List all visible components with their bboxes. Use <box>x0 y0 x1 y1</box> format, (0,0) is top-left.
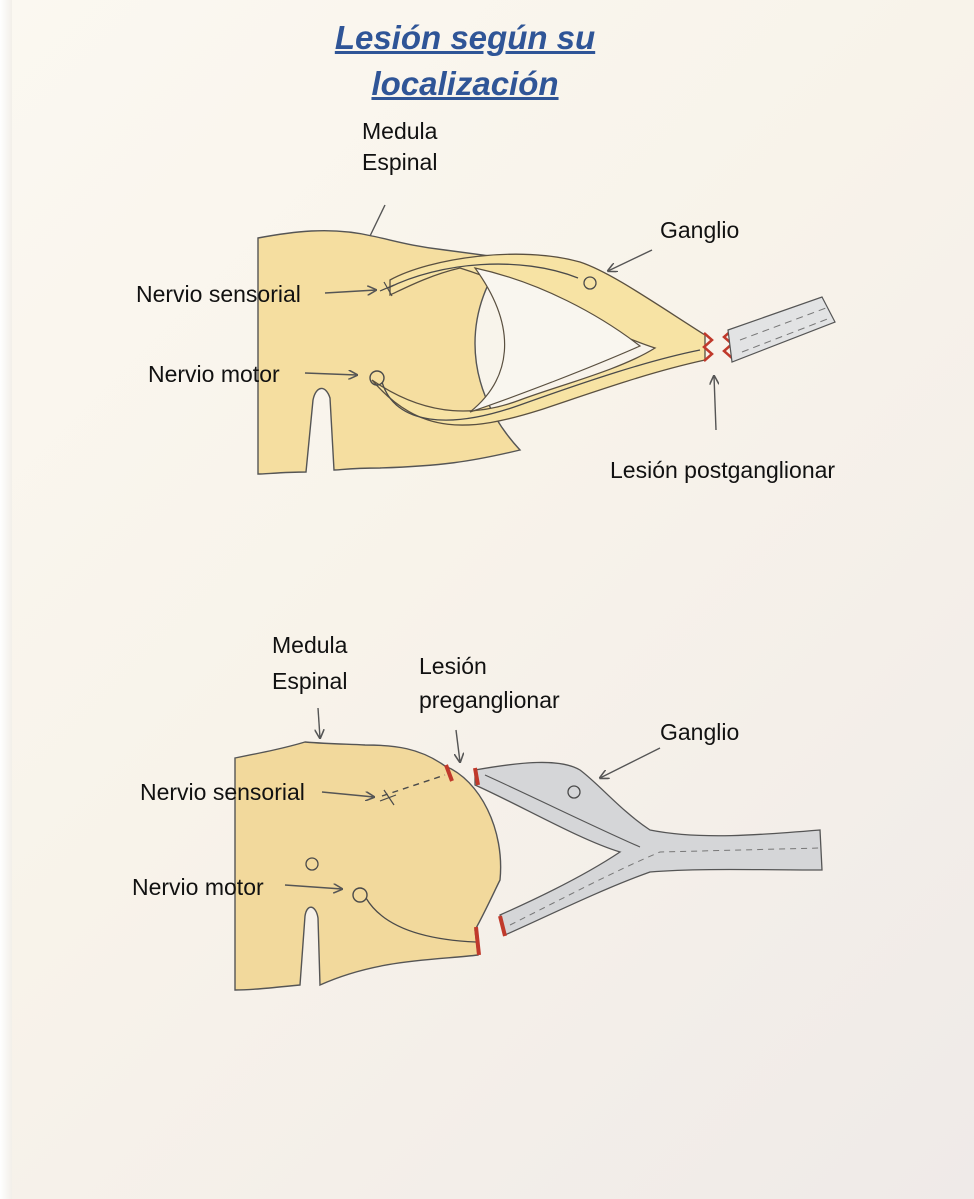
bottom-lesion-label-1: Lesión <box>419 652 487 680</box>
top-sensorial-label: Nervio sensorial <box>136 280 301 308</box>
top-lesion-label: Lesión postganglionar <box>610 456 835 484</box>
bottom-medula-label-2: Espinal <box>272 667 347 695</box>
top-medula-label-2: Espinal <box>362 148 437 176</box>
bottom-sensorial-label: Nervio sensorial <box>140 778 305 806</box>
top-ganglio-label: Ganglio <box>660 216 739 244</box>
top-medula-pointer <box>370 205 385 236</box>
top-ganglio-arrow <box>608 250 652 271</box>
bottom-ganglio-arrow <box>600 748 660 778</box>
bottom-medula-label-1: Medula <box>272 631 347 659</box>
top-medula-label-1: Medula <box>362 117 437 145</box>
top-drawing <box>258 205 835 474</box>
top-lesion-arrow <box>714 376 716 430</box>
top-distal-nerve <box>728 297 835 362</box>
bottom-lesion-label-2: preganglionar <box>419 686 560 714</box>
bottom-medula-arrow <box>318 708 320 738</box>
bottom-drawing <box>235 708 822 990</box>
bottom-nerve-roots <box>475 762 822 935</box>
top-motor-label: Nervio motor <box>148 360 280 388</box>
bottom-motor-label: Nervio motor <box>132 873 264 901</box>
bottom-ganglio-label: Ganglio <box>660 718 739 746</box>
bottom-lesion-arrow <box>456 730 460 762</box>
